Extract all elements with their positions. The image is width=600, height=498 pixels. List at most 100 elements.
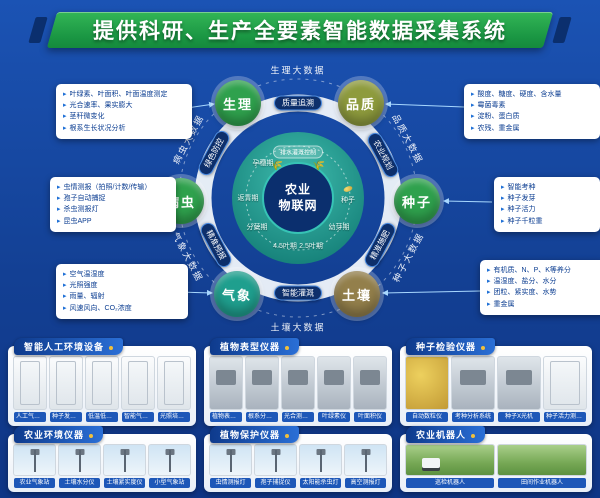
product-item: 虫情测报灯	[209, 444, 252, 488]
info-item: 光照强度	[69, 282, 98, 290]
stage-label: 分蘖期	[246, 224, 268, 231]
hub-center-label: 农业 物联网	[278, 182, 317, 213]
product-item: 种子X光机	[497, 356, 541, 422]
info-item: 重金属	[493, 300, 515, 308]
info-item: 光合速率、果实膨大	[69, 102, 133, 110]
info-box-weather: ▸空气温湿度 ▸光照强度 ▸雨量、辐射 ▸风速风向、CO₂浓度	[56, 264, 188, 319]
info-box-physiology: ▸叶绿素、叶面积、叶面温度测定 ▸光合速率、果实膨大 ▸茎秆微变化 ▸根系生长状…	[56, 84, 192, 139]
product-item: 叶面积仪	[353, 356, 387, 422]
info-item: 虫情测报（拍照/计数/传输）	[63, 184, 152, 191]
big-data-label: 生理大数据	[270, 65, 326, 76]
panel-smart-environment-equipment: 智能人工环境设备 人工气候箱 种子发芽箱 低温低湿储藏柜 智能气候室 光照培养箱	[8, 338, 196, 426]
product-image	[451, 356, 495, 410]
bullet-arrow-icon: ▸	[487, 278, 491, 286]
panel-title: 种子检验仪器	[406, 338, 496, 355]
ring-badge: 质量追溯	[274, 95, 322, 111]
product-item: 低温低湿储藏柜	[85, 356, 119, 422]
hub-center-line1: 农业	[284, 182, 312, 197]
product-image	[209, 356, 243, 410]
center-circle	[262, 162, 334, 234]
product-label: 植物表型平台	[210, 411, 242, 422]
product-label: 考种分析系统	[452, 411, 494, 422]
product-label: 高空测报灯	[345, 477, 386, 488]
product-label: 叶绿素仪	[318, 411, 350, 422]
product-image	[299, 444, 342, 476]
rice-plant-icon: 🌾	[270, 160, 284, 172]
product-image	[58, 444, 101, 476]
title-banner: 提供科研、生产全要素智能数据采集系统	[28, 12, 572, 48]
info-item: 种子发芽	[507, 195, 536, 203]
bullet-arrow-icon: ▸	[501, 217, 505, 225]
product-label: 种子活力测定仪	[544, 411, 586, 422]
product-label: 孢子捕捉仪	[255, 477, 296, 488]
node-soil: 土壤	[334, 271, 380, 317]
product-image	[405, 356, 449, 410]
stage-label: 返青期	[237, 195, 259, 202]
stage-label: 2.5叶期	[299, 243, 323, 250]
big-data-label: 土壤大数据	[270, 322, 326, 333]
bullet-arrow-icon: ▸	[57, 184, 61, 191]
product-image	[497, 356, 541, 410]
product-image	[245, 356, 279, 410]
bullet-arrow-icon: ▸	[471, 124, 475, 132]
bullet-arrow-icon: ▸	[57, 206, 61, 214]
product-image	[209, 444, 252, 476]
product-label: 光照培养箱	[158, 411, 190, 422]
bullet-arrow-icon: ▸	[63, 282, 67, 290]
rice-plant-icon: 🌾	[312, 160, 326, 172]
product-item: 考种分析系统	[451, 356, 495, 422]
irrigation-pill: 排水灌溉控制	[272, 145, 324, 159]
product-label: 人工气候箱	[14, 411, 46, 422]
panel-title: 农业机器人	[406, 426, 486, 443]
panel-seed-testing-instruments: 种子检验仪器 自动数粒仪 考种分析系统 种子X光机 种子活力测定仪	[400, 338, 592, 426]
product-image	[13, 444, 56, 476]
info-item: 霉菌毒素	[477, 102, 506, 110]
bullet-arrow-icon: ▸	[57, 195, 61, 203]
node-weather: 气象	[214, 271, 260, 317]
product-item: 太阳能杀虫灯	[299, 444, 342, 488]
product-label: 土壤紧实度仪	[104, 477, 145, 488]
product-label: 低温低湿储藏柜	[86, 411, 118, 422]
product-label: 小型气象站	[149, 477, 190, 488]
bullet-arrow-icon: ▸	[57, 217, 61, 225]
gold-dot-icon	[285, 433, 290, 438]
product-label: 自动数粒仪	[406, 411, 448, 422]
product-image	[344, 444, 387, 476]
info-box-seed: ▸智能考种 ▸种子发芽 ▸种子活力 ▸种子千粒重	[494, 177, 600, 232]
ring-badge: 智能灌溉	[274, 285, 322, 301]
product-item: 高空测报灯	[344, 444, 387, 488]
product-image	[103, 444, 146, 476]
product-label: 田间作业机器人	[498, 477, 586, 488]
hub-center-line2: 物联网	[278, 198, 318, 212]
info-item: 空气温湿度	[69, 271, 105, 278]
stage-label: 种子	[341, 197, 355, 204]
info-item: 孢子自动捕捉	[63, 195, 106, 203]
node-quality: 品质	[338, 80, 384, 126]
product-image	[405, 444, 495, 476]
product-item: 人工气候箱	[13, 356, 47, 422]
info-item: 风速风向、CO₂浓度	[69, 304, 132, 312]
product-image	[85, 356, 119, 410]
stage-orbit-circle	[245, 145, 351, 251]
bullet-arrow-icon: ▸	[501, 184, 505, 191]
info-item: 茎秆微变化	[69, 113, 105, 121]
product-item: 种子活力测定仪	[543, 356, 587, 422]
bullet-arrow-icon: ▸	[471, 102, 475, 110]
connector-seed	[443, 198, 493, 205]
product-image	[254, 444, 297, 476]
product-item: 种子发芽箱	[49, 356, 83, 422]
product-item: 农业气象站	[13, 444, 56, 488]
bullet-arrow-icon: ▸	[487, 267, 491, 274]
node-seed: 种子	[394, 178, 440, 224]
info-item: 农残、重金属	[477, 124, 520, 132]
product-item: 自动数粒仪	[405, 356, 449, 422]
panel-title: 植物保护仪器	[210, 426, 300, 443]
panel-agricultural-robots: 农业机器人 巡检机器人 田间作业机器人	[400, 426, 592, 492]
product-label: 农业气象站	[14, 477, 55, 488]
product-image	[543, 356, 587, 410]
product-item: 智能气候室	[121, 356, 155, 422]
product-label: 智能气候室	[122, 411, 154, 422]
panel-title: 植物表型仪器	[210, 338, 300, 355]
info-item: 智能考种	[507, 184, 536, 191]
product-image	[148, 444, 191, 476]
